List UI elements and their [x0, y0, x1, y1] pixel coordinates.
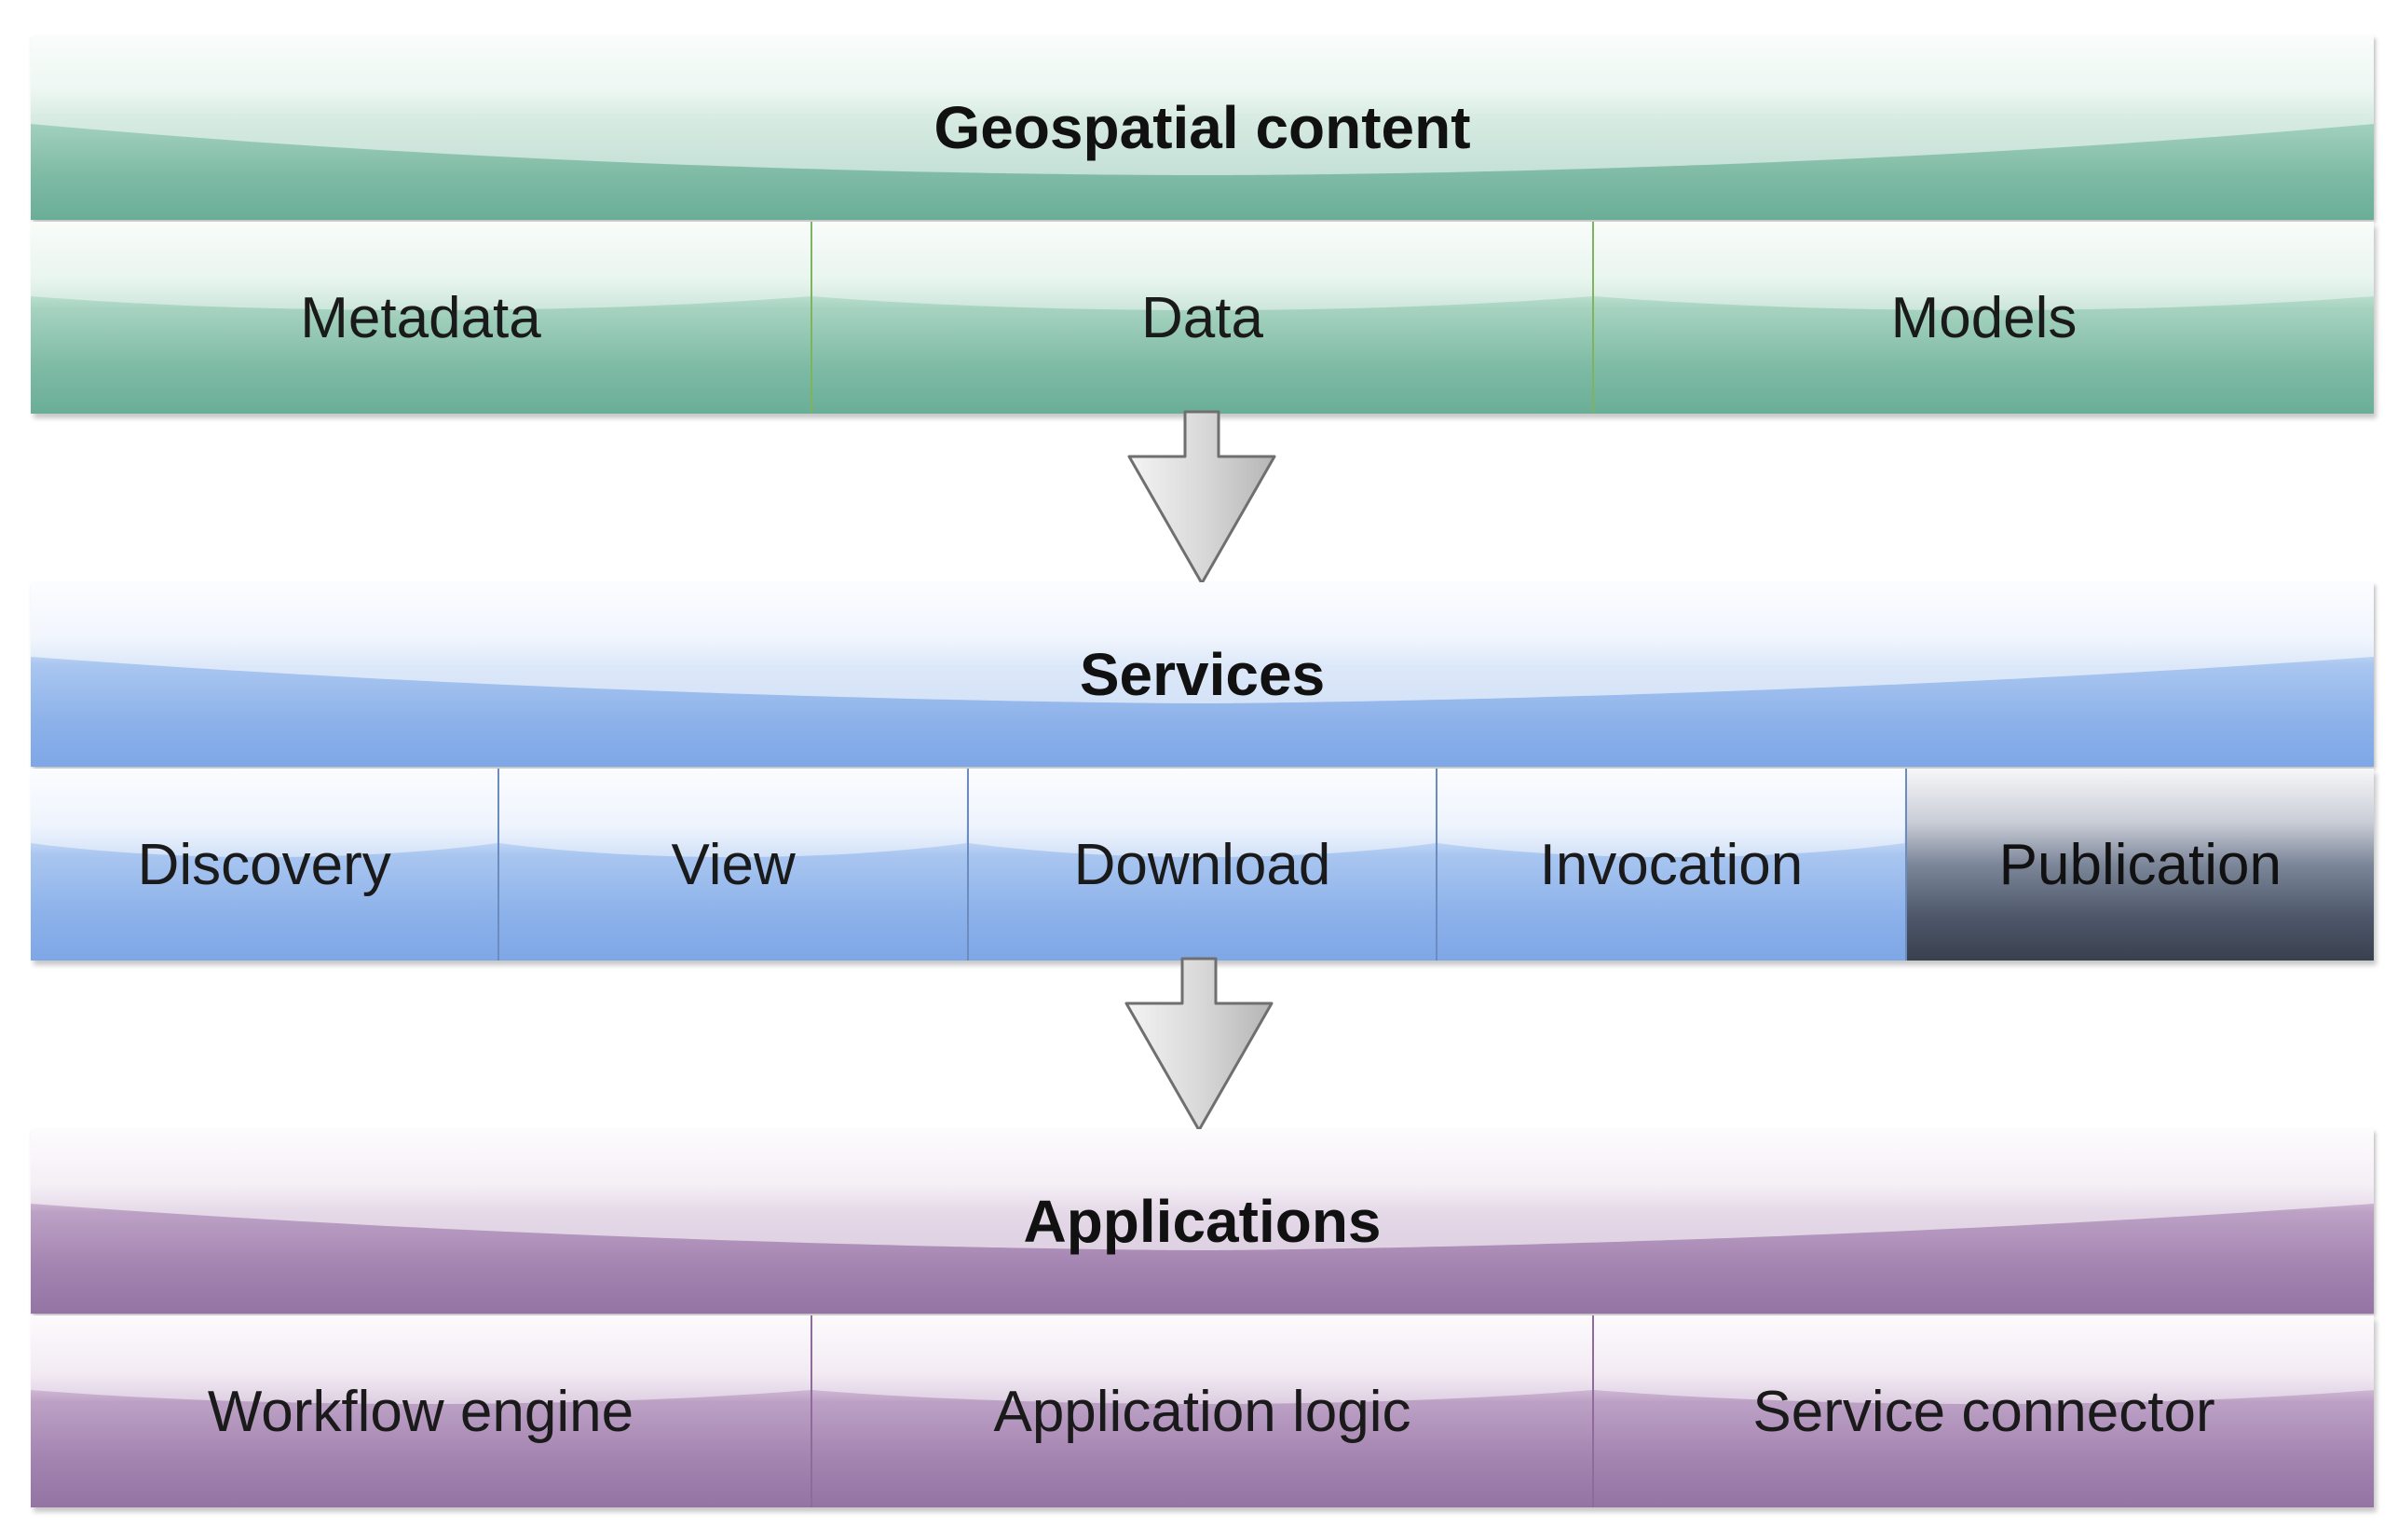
- layer-header-geospatial-content: Geospatial content: [31, 35, 2374, 220]
- layer-row-services: Discovery View Download Invocation Publi…: [31, 769, 2375, 961]
- component-publication: Publication: [1904, 769, 2375, 961]
- component-download: Download: [966, 769, 1437, 961]
- component-label: Download: [1073, 832, 1331, 897]
- component-label: Invocation: [1539, 832, 1804, 897]
- component-workflow-engine: Workflow engine: [31, 1315, 811, 1507]
- component-label: Publication: [1998, 832, 2282, 897]
- layer-title: Geospatial content: [933, 94, 1471, 161]
- component-label: Service connector: [1752, 1379, 2215, 1444]
- component-label: View: [671, 832, 796, 897]
- layer-row-geospatial-content: Metadata Data Models: [31, 222, 2374, 414]
- component-invocation: Invocation: [1436, 769, 1905, 961]
- component-discovery: Discovery: [31, 769, 498, 961]
- component-metadata: Metadata: [31, 222, 811, 414]
- layer-title: Applications: [1023, 1188, 1382, 1255]
- component-models: Models: [1592, 222, 2374, 414]
- layer-header-services: Services: [31, 582, 2374, 767]
- component-label: Application logic: [993, 1379, 1411, 1444]
- down-arrow-icon: [1127, 410, 1276, 585]
- layer-header-applications: Applications: [31, 1129, 2374, 1314]
- component-application-logic: Application logic: [811, 1315, 1592, 1507]
- component-label: Metadata: [300, 285, 541, 350]
- down-arrow-icon: [1124, 957, 1274, 1132]
- layer-title: Services: [1079, 641, 1326, 708]
- component-label: Workflow engine: [207, 1379, 634, 1444]
- layer-row-applications: Workflow engine Application logic Servic…: [31, 1315, 2374, 1507]
- component-view: View: [497, 769, 967, 961]
- component-data: Data: [811, 222, 1592, 414]
- component-label: Data: [1141, 285, 1263, 350]
- component-label: Models: [1890, 285, 2078, 350]
- component-service-connector: Service connector: [1592, 1315, 2374, 1507]
- component-label: Discovery: [137, 832, 391, 897]
